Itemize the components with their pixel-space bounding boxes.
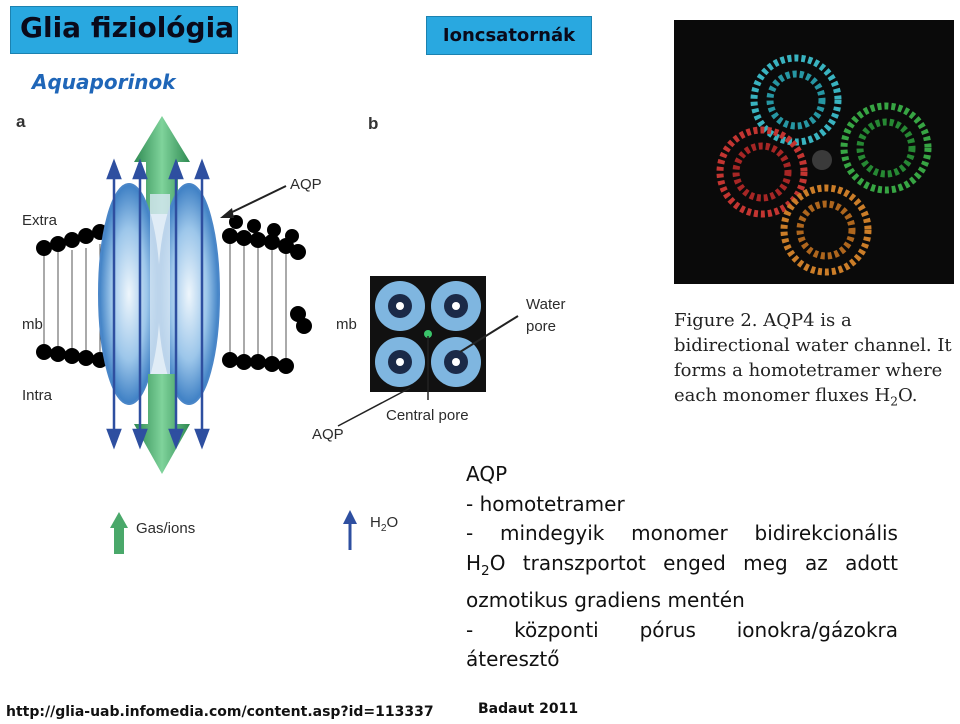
topic-tab: Ioncsatornák (426, 16, 592, 55)
central-pore (424, 330, 432, 338)
label-aqp-b: AQP (312, 426, 344, 443)
legend-h2o: H2O (370, 514, 399, 534)
title-box (10, 6, 238, 54)
desc-line: ozmotikus gradiens mentén (466, 588, 745, 612)
figure-a-diagram (36, 116, 312, 554)
caption-line: Figure 2. AQP4 is a (674, 310, 852, 331)
panel-label-b: b (368, 114, 379, 133)
desc-line: áteresztő (466, 647, 560, 671)
caption-line: bidirectional water channel. It (674, 335, 952, 356)
aqp4-structure-image (674, 20, 954, 284)
citation: Badaut 2011 (478, 701, 579, 717)
figure-b-diagram (337, 276, 519, 550)
label-intra: Intra (22, 387, 53, 404)
figure-caption: Figure 2. AQP4 is a bidirectional water … (674, 308, 956, 415)
label-central-pore: Central pore (386, 407, 469, 424)
label-mb-a: mb (22, 316, 43, 333)
label-pore: pore (526, 318, 557, 335)
label-mb-b: mb (336, 316, 357, 333)
panel-label-a: a (16, 112, 26, 131)
label-aqp-a: AQP (290, 176, 322, 193)
desc-line: - homotetramer (466, 491, 625, 516)
slide-title: Glia fiziológia (20, 11, 235, 44)
legend-gas-ions: Gas/ions (136, 520, 196, 537)
label-extra: Extra (22, 212, 58, 229)
water-arrows (106, 158, 210, 450)
label-water: Water (526, 296, 566, 313)
caption-line: forms a homotetramer where (674, 360, 943, 381)
desc-line: AQP (466, 462, 508, 486)
slide-subtitle: Aquaporinok (32, 70, 176, 94)
source-url[interactable]: http://glia-uab.infomedia.com/content.as… (6, 704, 434, 720)
caption-line: each monomer fluxes H2O. (674, 385, 918, 409)
